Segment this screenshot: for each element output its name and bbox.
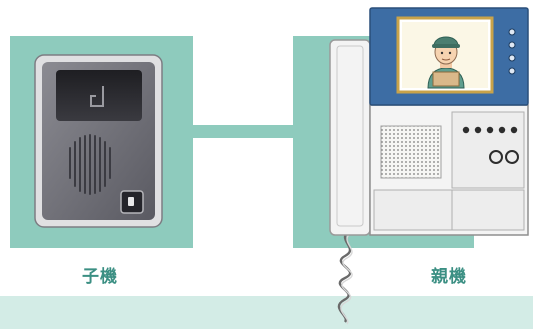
child-unit-label: 子機	[82, 262, 118, 287]
bottom-band	[0, 296, 533, 329]
handset	[330, 40, 370, 235]
monitor-unit	[330, 8, 528, 235]
speaker-grill	[70, 135, 110, 194]
camera-window	[56, 70, 142, 121]
parent-unit-label: 親機	[431, 262, 467, 287]
call-button-icon	[128, 197, 134, 206]
monitor-speaker	[381, 126, 441, 178]
connection-line	[193, 125, 293, 138]
door-station	[35, 55, 162, 227]
